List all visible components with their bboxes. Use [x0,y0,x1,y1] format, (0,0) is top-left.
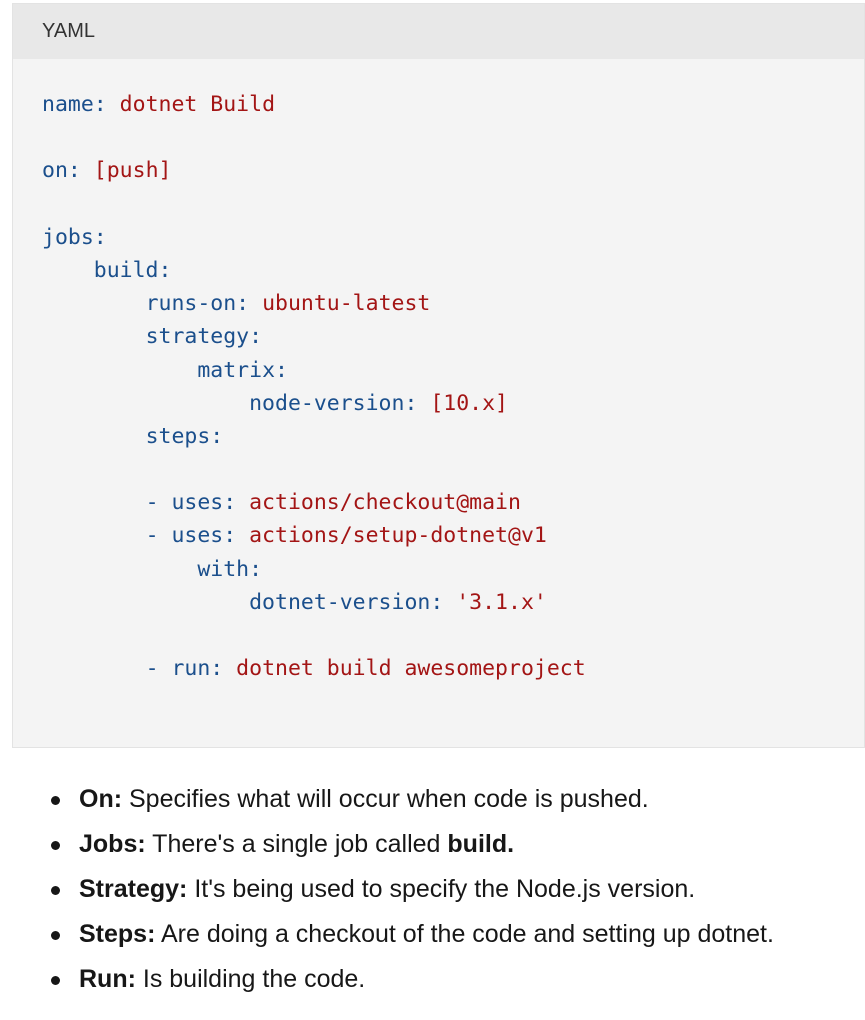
code-line: with: [42,553,864,586]
code-body[interactable]: name: dotnet Build on: [push] jobs: build:… [13,59,864,685]
list-item-emphasis: build. [447,830,515,858]
code-indent [42,490,146,515]
code-value: dotnet Build [106,92,276,117]
code-line: - uses: actions/setup-dotnet@v1 [42,519,864,552]
code-language-label: YAML [13,4,864,59]
code-value: actions/setup-dotnet@v1 [236,523,547,549]
code-indent [42,523,146,548]
list-item: Run: Is building the code. [0,957,865,1002]
list-item-text: Are doing a checkout of the code and set… [155,920,774,948]
code-indent [42,424,146,449]
code-line [42,453,864,486]
code-key: dotnet-version: [249,589,444,615]
code-key: - run: [145,656,224,682]
code-key: node-version: [249,390,418,416]
code-line: - uses: actions/checkout@main [42,486,864,519]
code-key: with: [197,556,263,582]
list-item-term: Run: [79,965,136,993]
bullet-dot-icon [51,931,60,940]
code-line: name: dotnet Build [42,88,864,121]
code-key: runs-on: [145,291,250,317]
bullet-dot-icon [51,886,60,895]
code-indent [42,557,197,582]
code-line: dotnet-version: '3.1.x' [42,586,864,619]
code-line: steps: [42,420,864,453]
list-item-term: On: [79,785,123,813]
code-indent [42,258,94,283]
code-line: runs-on: ubuntu-latest [42,287,864,320]
code-value: [10.x] [417,390,508,416]
code-line: jobs: [42,221,864,254]
list-item-text: Specifies what will occur when code is p… [122,785,649,813]
list-item: Jobs: There's a single job called build. [0,822,865,867]
code-indent [42,291,146,316]
list-item: Strategy: It's being used to specify the… [0,867,865,912]
code-line: matrix: [42,354,864,387]
bullet-dot-icon [51,976,60,985]
code-line [42,188,864,221]
code-value: actions/checkout@main [236,490,521,516]
code-key: matrix: [197,357,288,383]
code-key: on: [42,158,81,184]
code-value: dotnet build awesomeproject [223,656,586,682]
code-value: ubuntu-latest [249,291,431,317]
list-item-text: Is building the code. [135,965,366,993]
code-indent [42,358,197,383]
code-line: strategy: [42,320,864,353]
code-indent [42,391,249,416]
code-line: - run: dotnet build awesomeproject [42,652,864,685]
list-item-term: Steps: [79,920,156,948]
code-key: - uses: [145,490,237,516]
bullet-dot-icon [51,841,60,850]
code-indent [42,590,249,615]
explanation-list: On: Specifies what will occur when code … [0,777,865,1002]
list-item-term: Jobs: [79,830,146,858]
code-key: - uses: [145,523,237,549]
code-key: jobs: [42,224,107,250]
code-line [42,619,864,652]
bullet-dot-icon [51,796,60,805]
code-line: build: [42,254,864,287]
code-key: build: [93,257,172,283]
code-block: YAML name: dotnet Build on: [push] jobs: b… [12,3,865,748]
code-line: node-version: [10.x] [42,387,864,420]
code-value: '3.1.x' [443,589,547,615]
code-value: [push] [80,158,172,184]
list-item-text: There's a single job called [145,830,448,858]
list-item-text: It's being used to specify the Node.js v… [187,875,696,903]
code-indent [42,324,146,349]
code-line [42,121,864,154]
list-item-term: Strategy: [79,875,188,903]
code-line: on: [push] [42,154,864,187]
code-key: strategy: [145,324,263,350]
code-indent [42,656,146,681]
code-key: steps: [145,423,224,449]
list-item: Steps: Are doing a checkout of the code … [0,912,865,957]
list-item: On: Specifies what will occur when code … [0,777,865,822]
code-key: name: [42,92,107,117]
